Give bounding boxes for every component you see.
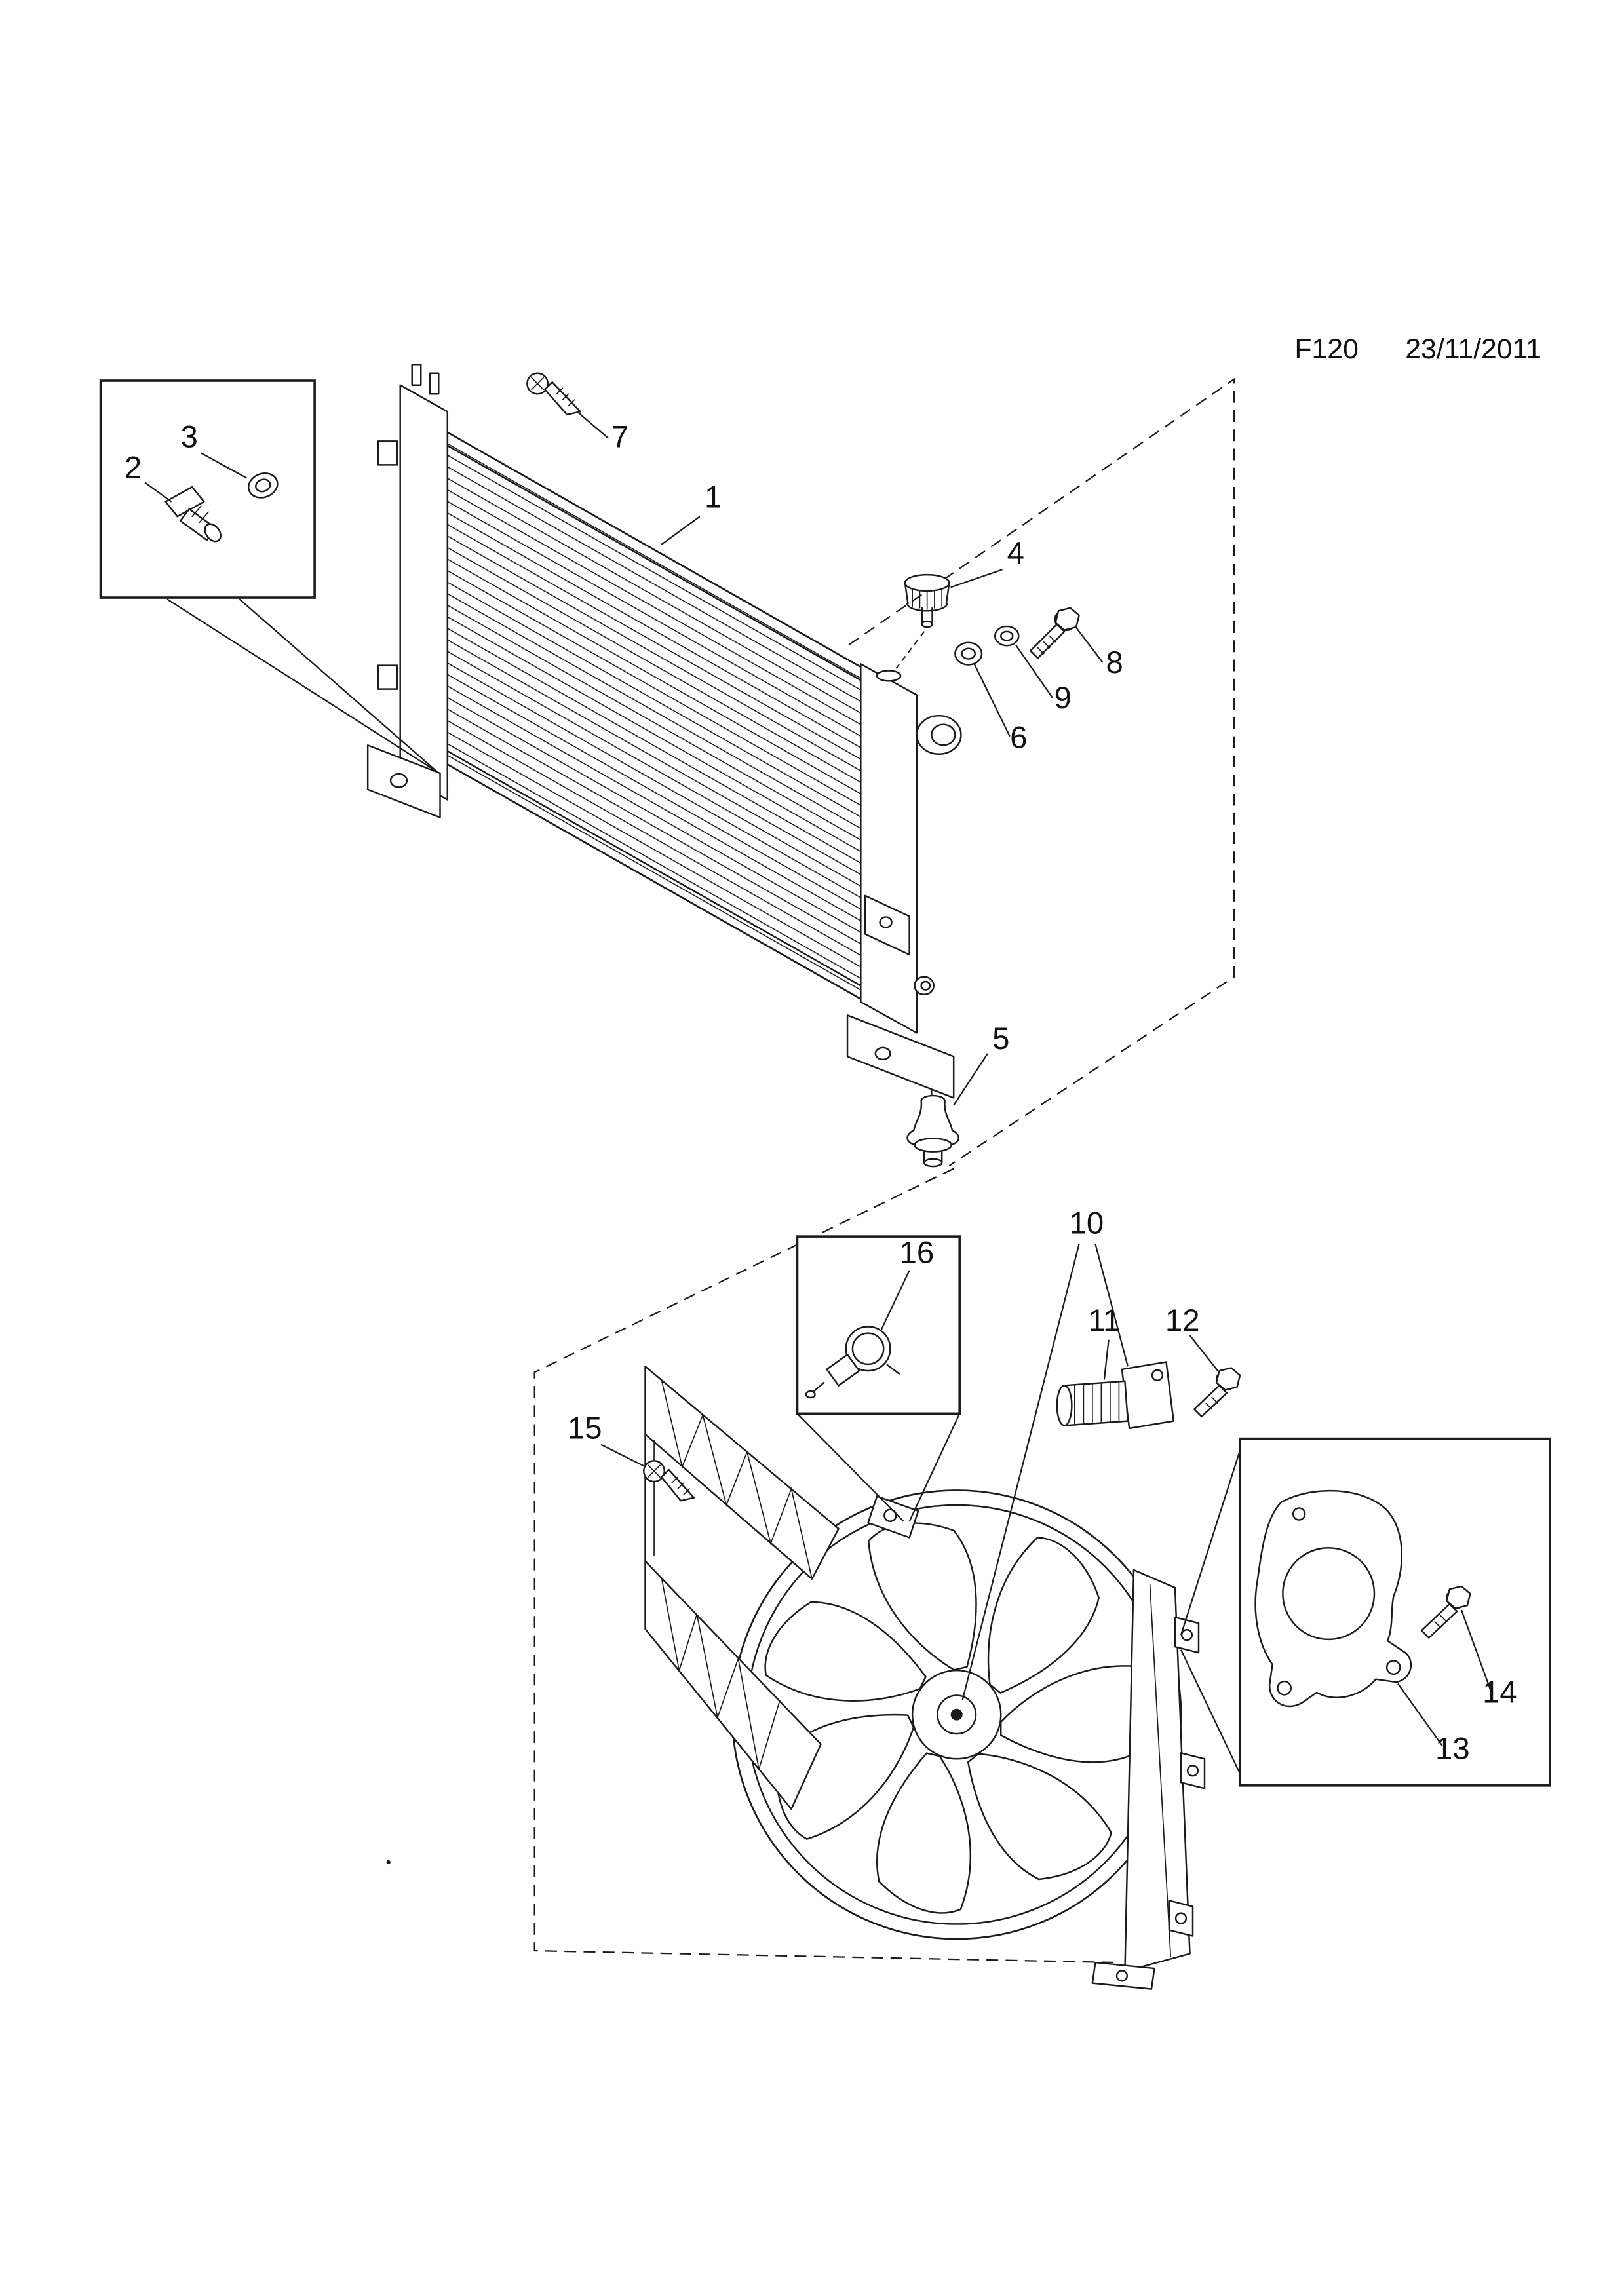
seal-ring-part-3 (248, 472, 279, 499)
callouts: 1 2 3 4 5 6 7 8 9 10 11 12 13 14 15 16 (125, 419, 1517, 1766)
title-block: F120 23/11/2011 (1294, 334, 1541, 365)
stray-dot (386, 1860, 391, 1865)
callout-4: 4 (1007, 536, 1024, 571)
radiator-right-tank (846, 663, 962, 1100)
radiator-core (446, 430, 862, 1001)
bolt-part-14 (1420, 1585, 1471, 1639)
side-tab (377, 440, 398, 466)
side-tab (377, 664, 398, 690)
callout-8: 8 (1106, 645, 1123, 680)
screw-part-7 (526, 372, 581, 416)
inset-box-clamp (796, 1235, 961, 1522)
inset-box-drain-plug (99, 379, 438, 773)
washer-part-9 (994, 625, 1020, 647)
leader-8 (1073, 625, 1104, 663)
leader-16 (880, 1270, 910, 1330)
fan-hub (911, 1669, 1002, 1760)
page-date: 23/11/2011 (1405, 334, 1541, 365)
leader-1 (661, 516, 701, 545)
shroud-left-frame (644, 1366, 840, 1810)
page-code: F120 (1294, 334, 1358, 365)
leader-lines (144, 412, 1492, 1746)
leader-14 (1460, 1609, 1492, 1692)
inset-leader (1180, 1649, 1241, 1774)
drain-plug-part-2 (164, 486, 222, 543)
washer-part-6 (954, 641, 983, 666)
gasket-part-13 (1254, 1489, 1412, 1708)
callout-7: 7 (611, 419, 628, 454)
callout-10: 10 (1070, 1206, 1104, 1241)
lower-left-foot (366, 744, 441, 818)
hose-clamp-part-16 (805, 1326, 900, 1399)
callout-1: 1 (705, 480, 722, 515)
leader-15 (600, 1444, 646, 1468)
inset-leader (796, 1413, 904, 1522)
leader-6 (973, 663, 1011, 737)
leader-5 (953, 1053, 988, 1106)
radiator-left-tank (366, 363, 449, 818)
callout-16: 16 (900, 1236, 935, 1271)
callout-13: 13 (1435, 1731, 1470, 1766)
leader-3 (201, 452, 248, 479)
leader-10b (1094, 1244, 1129, 1367)
leader-4 (950, 569, 1003, 588)
callout-12: 12 (1165, 1303, 1200, 1338)
dashed-plane-upper (848, 377, 1235, 1166)
lower-right-bracket (846, 1014, 955, 1099)
callout-5: 5 (992, 1022, 1009, 1056)
mounting-pin (429, 372, 440, 395)
callout-2: 2 (125, 451, 142, 486)
resistor-part-11 (1056, 1361, 1174, 1430)
callout-11: 11 (1088, 1303, 1120, 1338)
mounting-pin (411, 363, 422, 386)
leader-9 (1015, 644, 1053, 698)
screw-part-15 (643, 1460, 695, 1502)
inset-leader (1180, 1450, 1241, 1636)
leader-13 (1397, 1683, 1443, 1746)
leader-7 (578, 412, 609, 439)
filler-neck (876, 670, 902, 682)
shroud-right-bracket (1091, 1569, 1206, 1990)
callout-3: 3 (181, 419, 198, 454)
callout-9: 9 (1054, 681, 1072, 716)
inset-leader (908, 1413, 961, 1522)
leader-12 (1189, 1335, 1219, 1371)
leader-11 (1103, 1339, 1110, 1380)
hose-outlet (916, 714, 962, 755)
dashed-plane-lower (533, 1168, 1118, 1964)
bolt-part-12 (1193, 1367, 1241, 1418)
leader-10a (961, 1244, 1080, 1700)
shroud-mount-ear (867, 1495, 919, 1539)
lower-outlet (914, 976, 935, 996)
callout-6: 6 (1010, 721, 1027, 756)
inset-leader (239, 598, 438, 773)
inset-leader (166, 598, 438, 773)
fan-assembly (643, 1361, 1241, 1990)
radiator-assembly (366, 363, 1080, 1168)
leader-2 (144, 482, 172, 503)
callout-15: 15 (568, 1411, 602, 1446)
callout-14: 14 (1482, 1675, 1517, 1710)
radiator-cap-part-4 (895, 573, 950, 669)
mid-bracket (864, 894, 910, 956)
inset-box-gasket (1180, 1437, 1551, 1787)
bolt-part-8 (1030, 607, 1080, 659)
bushing-part-5 (906, 1094, 960, 1168)
